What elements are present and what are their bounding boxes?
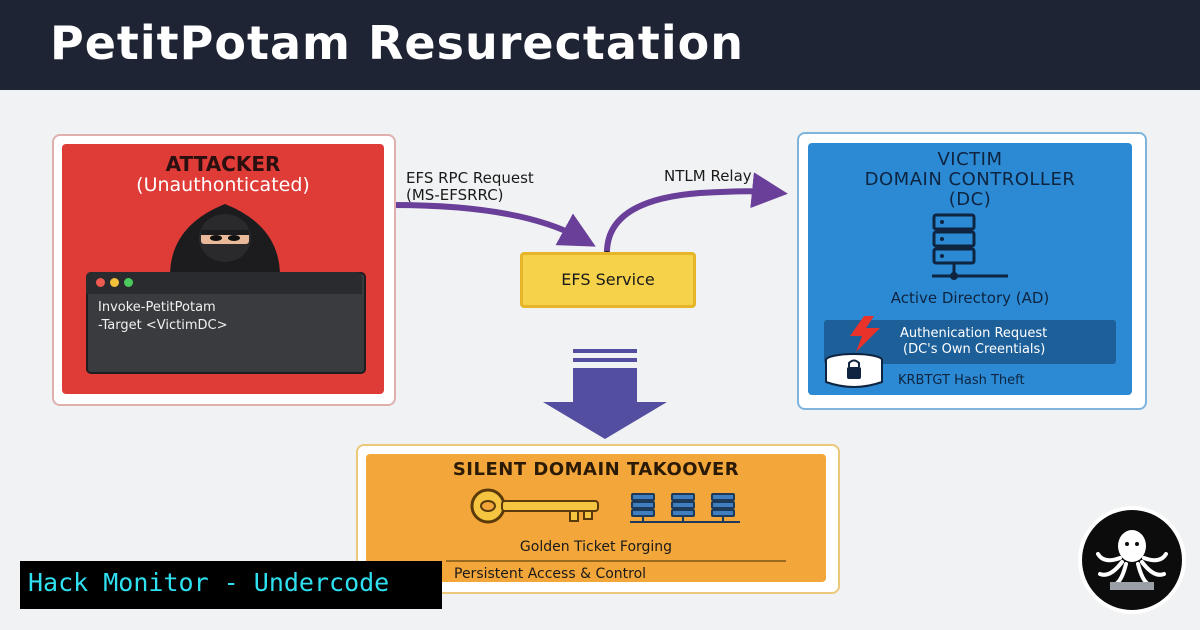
efs-rpc-label-line-2: (MS-EFSRRC) [406, 186, 504, 204]
persistent-access-label: Persistent Access & Control [454, 566, 647, 582]
takeover-title: SILENT DOMAIN TAKOOVER [452, 459, 740, 480]
golden-ticket-forging-label: Golden Ticket Forging [519, 539, 673, 555]
efs-rpc-label-line-1: EFS RPC Request [406, 169, 534, 187]
footer-banner [20, 561, 442, 609]
krbtgt-hash-theft-label: KRBTGT Hash Theft [898, 373, 1025, 388]
terminal-command-line-1: Invoke-PetitPotam [98, 300, 216, 315]
octopus-logo [1078, 506, 1186, 614]
terminal-titlebar [86, 272, 362, 294]
footer-brand-text: Hack Monitor - Undercode [28, 568, 390, 597]
efs-service-box [520, 252, 696, 308]
hooded-hacker-icon [170, 204, 280, 276]
takeover-divider [446, 560, 786, 562]
title-banner [0, 0, 1200, 90]
padlock-database-icon [825, 353, 883, 388]
victim-title-line-2: DOMAIN CONTROLLER [864, 169, 1076, 190]
terminal-minimize-dot [110, 278, 119, 287]
efs-rpc-request-label: EFS RPC Request (MS-EFSRRC) [406, 170, 534, 204]
auth-request-line-1: Authenication Request [900, 326, 1048, 341]
server-stack-icon [932, 213, 1008, 280]
victim-title-line-3: (DC) [948, 189, 992, 210]
ntlm-relay-arrow [603, 172, 788, 256]
ntlm-relay-label: NTLM Relay [664, 167, 752, 185]
efs-rpc-request-arrow [392, 202, 596, 247]
lightning-bolt-icon [850, 316, 880, 352]
page-title: PetitPotam Resurectation [50, 16, 744, 70]
attacker-title: ATTACKER [165, 152, 281, 176]
efs-service-label: EFS Service [561, 270, 655, 289]
golden-key-icon [470, 488, 599, 524]
terminal-command-line-2: -Target <VictimDC> [98, 318, 228, 333]
auth-request-line-2: (DC's Own Creentials) [903, 342, 1046, 357]
terminal-maximize-dot [124, 278, 133, 287]
attacker-subtitle: (Unauthonticated) [136, 174, 310, 196]
down-arrow [543, 349, 667, 439]
victim-title-line-1: VICTIM [937, 149, 1003, 170]
active-directory-label: Active Directory (AD) [890, 289, 1050, 307]
server-network-icon [630, 493, 740, 523]
terminal-close-dot [96, 278, 105, 287]
